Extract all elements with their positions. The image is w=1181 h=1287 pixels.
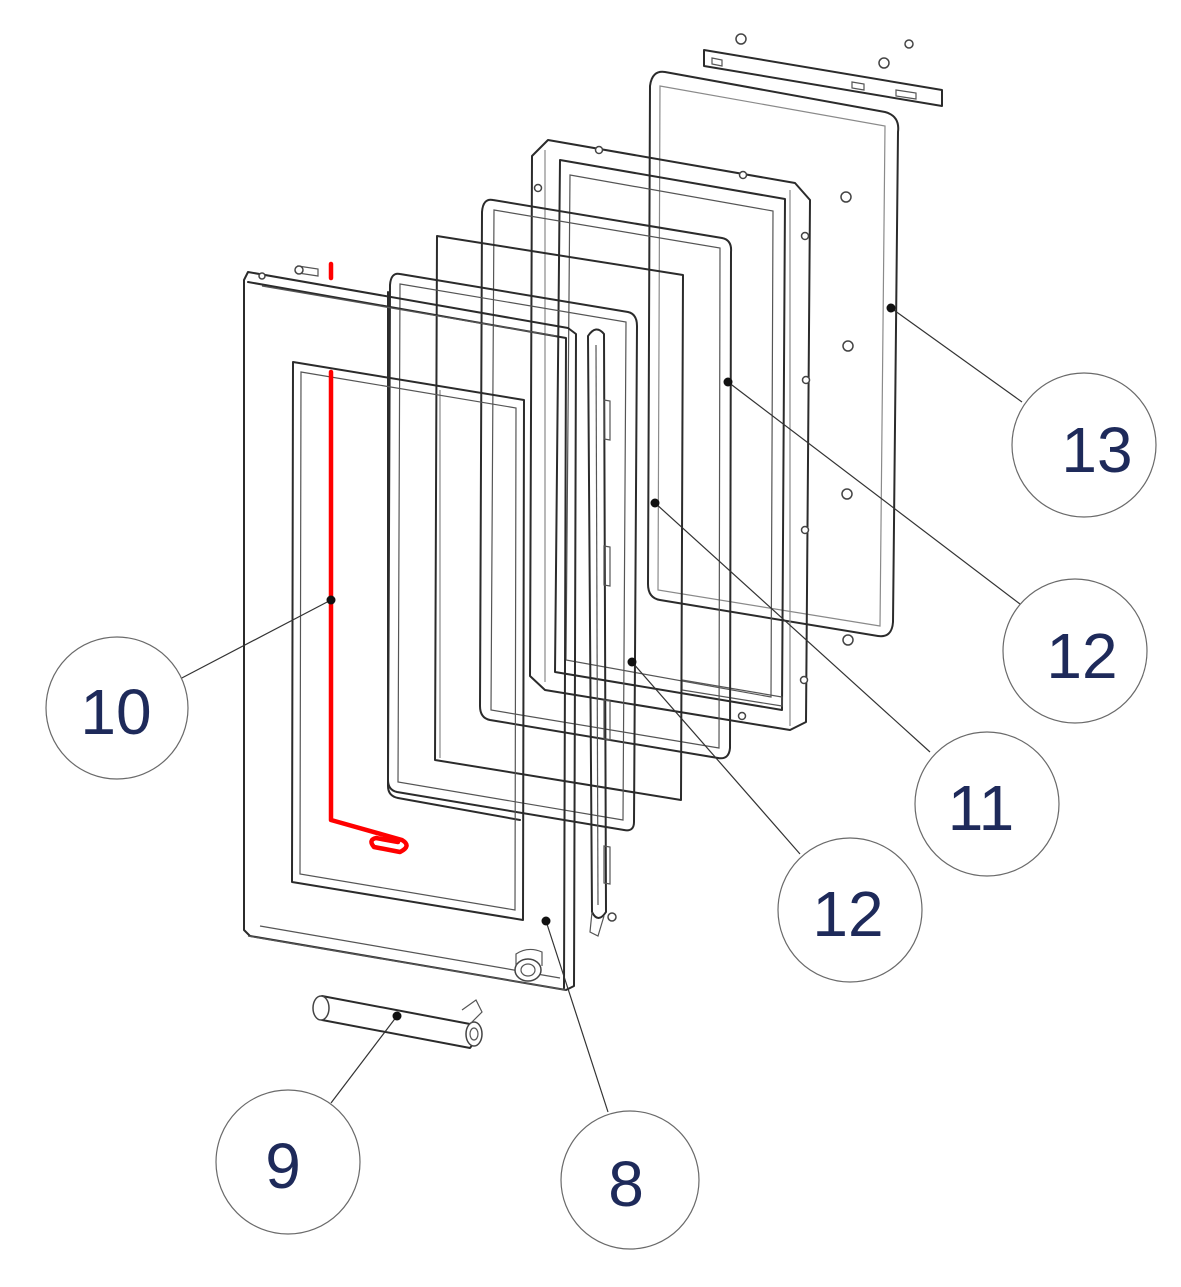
door-hinge-strip [587,328,617,937]
callout-8-label: 8 [608,1148,644,1220]
part-12-gasket-ring [479,198,733,760]
callout-12-upper: 12 [1002,578,1148,724]
leader-lines [177,303,1023,1113]
part-10-door-gasket-highlight [328,261,409,855]
callout-13: 13 [1011,372,1157,518]
callout-9-label: 9 [265,1130,301,1202]
callout-8: 8 [560,1110,700,1250]
part-12-front-gasket [387,272,638,832]
part-9-handle-pin [312,995,483,1049]
callout-13-label: 13 [1061,414,1132,486]
part-8-door-frame [243,265,577,991]
callout-10: 10 [45,636,189,780]
part-12-rear-frame [529,139,811,731]
callout-12-lower: 12 [777,837,923,983]
callout-11-label: 11 [948,772,1014,844]
callout-12-upper-label: 12 [1046,620,1117,692]
callout-12-lower-label: 12 [812,878,883,950]
callout-11: 11 [914,731,1060,877]
part-11-glass-panel [434,235,684,801]
part-13-back-plate [647,33,943,646]
callout-10-label: 10 [80,676,151,748]
callout-9: 9 [215,1089,361,1235]
